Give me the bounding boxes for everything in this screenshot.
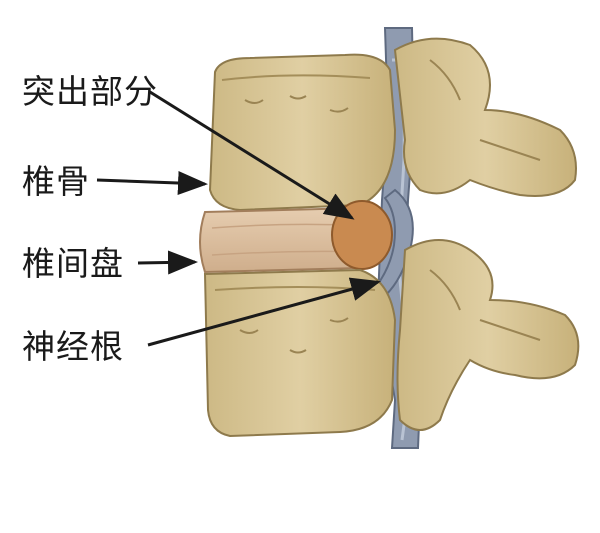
arrow-nerve-root	[147, 277, 381, 347]
arrow-protrusion	[149, 90, 355, 220]
upper-vertebra-process	[393, 37, 577, 197]
label-vertebra: 椎骨	[22, 162, 90, 201]
lower-vertebra-process	[396, 239, 580, 431]
label-nerve-root: 神经根	[22, 327, 124, 366]
callout-arrows	[96, 90, 381, 347]
arrow-vertebra	[96, 171, 208, 195]
arrow-disc	[137, 250, 198, 275]
label-intervertebral-disc: 椎间盘	[22, 244, 124, 283]
lower-vertebra	[203, 268, 397, 438]
upper-vertebra	[208, 53, 397, 212]
label-protrusion: 突出部分	[22, 72, 158, 111]
